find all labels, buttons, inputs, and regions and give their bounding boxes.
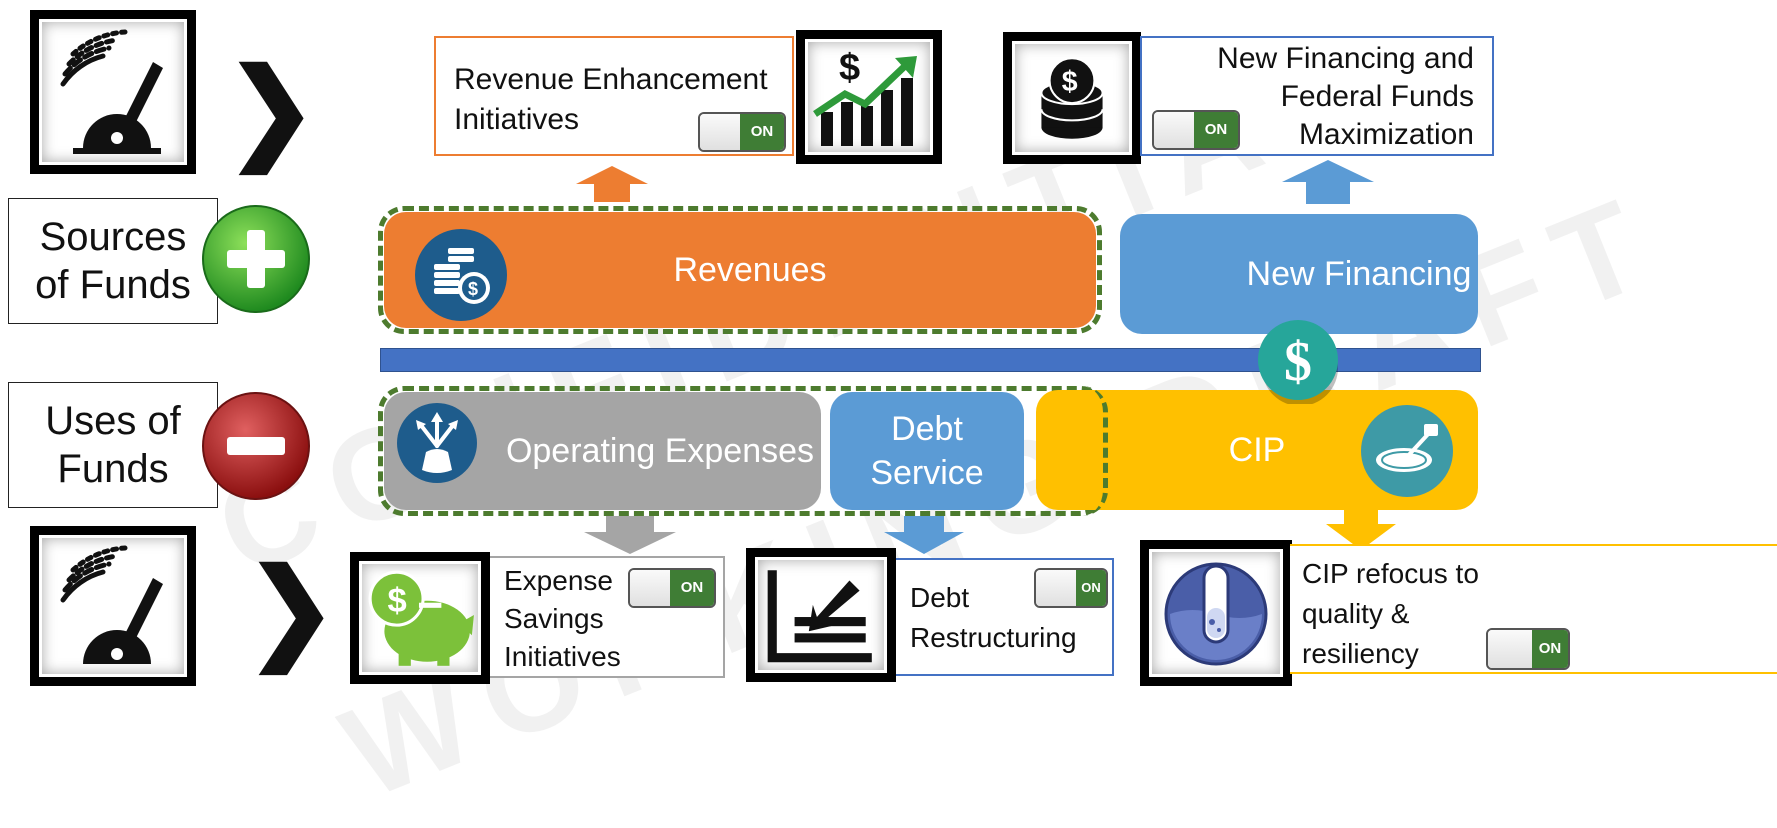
financing-lever-title: New Financing and Federal Funds Maximiza… — [1217, 42, 1474, 151]
new-financing-band: New Financing — [1120, 214, 1478, 334]
debt-down-arrow — [884, 516, 964, 554]
expense-toggle-label: ON — [670, 570, 714, 606]
revenues-label: Revenues — [673, 250, 827, 289]
cip-toggle[interactable]: ON — [1486, 628, 1570, 670]
revenues-dashed-outline — [378, 206, 1102, 334]
revenue-lever-title: Revenue Enhancement Initiatives — [454, 63, 768, 136]
plus-icon — [200, 203, 312, 315]
gauge-icon-bottom — [30, 526, 196, 686]
revenue-toggle-label: ON — [740, 114, 784, 150]
cip-lever-title: CIP refocus to quality & resiliency — [1302, 558, 1479, 669]
financing-toggle[interactable]: ON — [1152, 110, 1240, 150]
minus-icon — [200, 390, 312, 502]
restructure-arrow-icon — [746, 548, 896, 682]
debt-lever-title: Debt Restructuring — [910, 582, 1077, 653]
expense-toggle[interactable]: ON — [628, 568, 716, 608]
cip-disc-icon — [1360, 404, 1454, 498]
chevron-right-icon: ❯ — [225, 48, 318, 171]
svg-text:$: $ — [468, 279, 478, 299]
dollar-chart-icon: $ — [796, 30, 942, 164]
coins-icon: $ — [414, 228, 508, 322]
expense-lever-title: Expense Savings Initiatives — [504, 565, 621, 672]
financing-lever-card: New Financing and Federal Funds Maximiza… — [1140, 36, 1494, 156]
debt-service-label: Debt Service — [870, 410, 984, 492]
debt-toggle-label: ON — [1076, 570, 1106, 606]
svg-text:$: $ — [1062, 66, 1078, 98]
revenue-lever-card: Revenue Enhancement Initiatives ON — [434, 36, 794, 156]
chevron-right-icon-bottom: ❯ — [245, 548, 338, 671]
expense-down-arrow — [584, 516, 676, 554]
uses-of-funds-label: Uses of Funds — [8, 382, 218, 508]
debt-toggle[interactable]: ON — [1034, 568, 1108, 608]
test-tube-icon — [1140, 540, 1292, 686]
new-financing-label: New Financing — [1246, 254, 1472, 293]
cip-label: CIP — [1228, 430, 1286, 469]
dollar-glyph: $ — [1284, 331, 1312, 393]
debt-lever-card: Debt Restructuring ON — [896, 558, 1114, 676]
funnel-bag-icon — [396, 402, 478, 484]
financing-up-arrow — [1282, 160, 1374, 204]
dollar-circle-icon: $ — [1256, 316, 1340, 406]
revenue-toggle[interactable]: ON — [698, 112, 786, 152]
cip-lever-card: CIP refocus to quality & resiliency ON — [1290, 544, 1777, 674]
coin-stack-icon: $ — [1003, 32, 1141, 164]
expense-lever-card: Expense Savings Initiatives ON — [490, 556, 725, 678]
svg-text:$: $ — [839, 47, 860, 89]
financing-toggle-label: ON — [1194, 112, 1238, 148]
debt-service-band: Debt Service — [830, 392, 1024, 510]
revenue-up-arrow — [576, 166, 648, 202]
cip-down-arrow — [1326, 500, 1396, 550]
svg-text:$: $ — [387, 582, 406, 620]
cip-toggle-label: ON — [1532, 630, 1568, 668]
operating-expenses-label: Operating Expenses — [505, 431, 815, 470]
gauge-icon-top — [30, 10, 196, 174]
piggy-bank-icon: $ — [350, 552, 490, 684]
sources-of-funds-label: Sources of Funds — [8, 198, 218, 324]
